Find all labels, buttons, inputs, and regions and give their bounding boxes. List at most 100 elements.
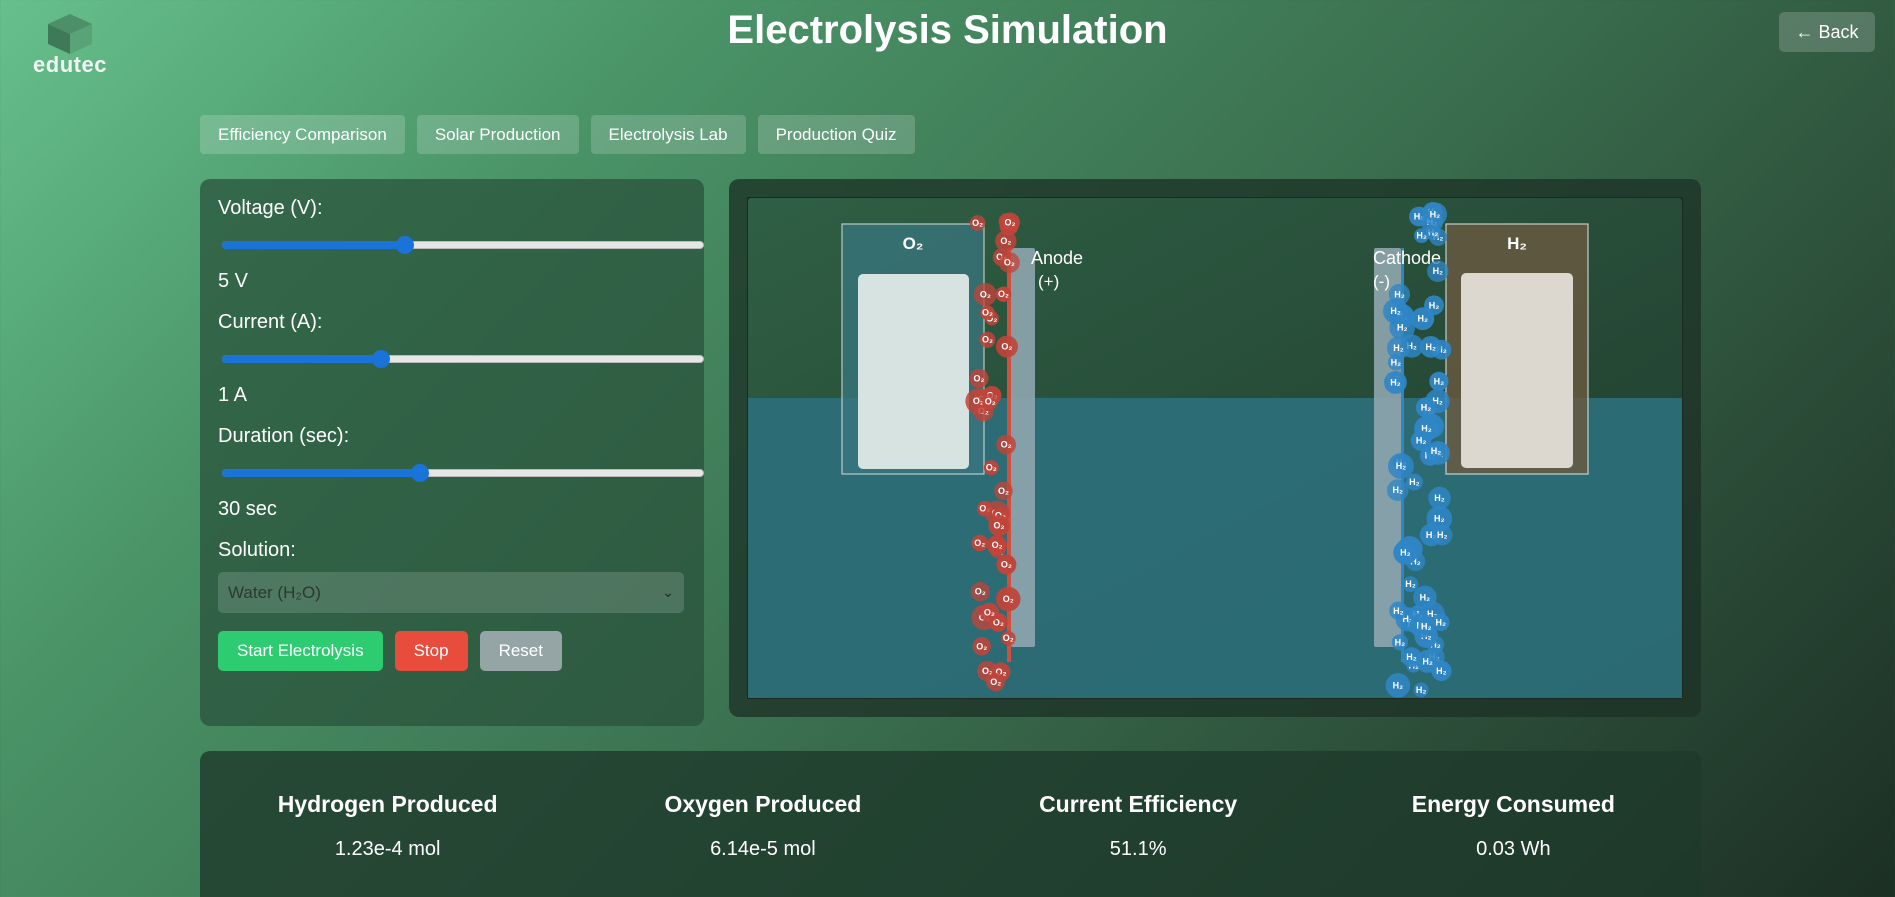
hydrogen-bubble: H₂ (1405, 473, 1423, 491)
svg-text:H₂: H₂ (1436, 666, 1447, 676)
oxygen-bubble: O₂ (980, 305, 995, 320)
hydrogen-bubble: H₂ (1415, 397, 1437, 418)
hydrogen-produced-stat: Hydrogen Produced 1.23e-4 mol (200, 791, 575, 897)
oxygen-bubble: O₂ (995, 335, 1018, 358)
oxygen-bubble: O₂ (988, 515, 1010, 537)
oxygen-bubble: O₂ (995, 286, 1012, 302)
logo-text: edutec (33, 52, 107, 77)
oxygen-bubble: O₂ (995, 230, 1017, 252)
oxygen-bubble: O₂ (996, 434, 1016, 455)
svg-text:O₂: O₂ (982, 666, 993, 676)
duration-slider-thumb[interactable] (410, 464, 429, 482)
hydrogen-bubble: H₂ (1386, 336, 1410, 360)
svg-text:H₂: H₂ (1420, 592, 1431, 602)
svg-text:H₂: H₂ (1391, 357, 1402, 367)
svg-text:H₂: H₂ (1434, 493, 1445, 503)
oxygen-bubble: O₂ (983, 460, 999, 476)
duration-label: Duration (sec): (218, 425, 350, 447)
result-value: 1.23e-4 mol (334, 838, 441, 860)
oxygen-bubble: O₂ (969, 368, 989, 388)
oxygen-bubble: O₂ (995, 586, 1021, 612)
duration-value: 30 sec (218, 498, 277, 520)
svg-text:H₂: H₂ (1427, 609, 1438, 619)
svg-text:H₂: H₂ (1416, 436, 1427, 446)
svg-text:H₂: H₂ (1422, 656, 1433, 666)
result-title: Energy Consumed (1411, 791, 1615, 817)
hydrogen-bubble: H₂ (1388, 283, 1411, 305)
svg-text:H₂: H₂ (1431, 446, 1442, 456)
tab-efficiency-comparison[interactable]: Efficiency Comparison (200, 115, 405, 154)
svg-text:H₂: H₂ (1421, 424, 1432, 434)
result-value: 51.1% (1109, 838, 1167, 860)
svg-text:O₂: O₂ (998, 486, 1009, 496)
anode-label: Anode (1031, 248, 1083, 268)
svg-text:H₂: H₂ (1437, 530, 1448, 540)
tab-production-quiz[interactable]: Production Quiz (757, 115, 915, 154)
svg-text:O₂: O₂ (982, 308, 993, 318)
voltage-slider-thumb[interactable] (396, 236, 415, 254)
hydrogen-bubble: H₂ (1391, 634, 1409, 651)
controls-panel: Voltage (V): 5 V Current (A): 1 A Durati… (200, 179, 704, 726)
reset-button[interactable]: Reset (479, 631, 562, 671)
svg-text:H₂: H₂ (1414, 212, 1425, 222)
stop-button[interactable]: Stop (394, 631, 468, 671)
svg-text:O₂: O₂ (1001, 342, 1012, 352)
oxygen-bubble: O₂ (987, 535, 1008, 556)
tab-solar-production[interactable]: Solar Production (416, 115, 579, 154)
duration-slider[interactable] (218, 458, 704, 488)
hydrogen-bubble: H₂ (1388, 453, 1414, 479)
action-buttons: Start Electrolysis Stop Reset (218, 631, 686, 671)
svg-text:O₂: O₂ (996, 667, 1007, 677)
hydrogen-bubble: H₂ (1431, 613, 1450, 632)
oxygen-bubble: O₂ (972, 637, 991, 656)
svg-text:H₂: H₂ (1429, 300, 1440, 310)
hydrogen-bubble: H₂ (1389, 601, 1408, 620)
svg-text:H₂: H₂ (1394, 289, 1405, 299)
svg-text:O₂: O₂ (1004, 258, 1015, 268)
duration-slider-fill (222, 469, 420, 477)
result-value: 0.03 Wh (1476, 838, 1551, 860)
svg-text:O₂: O₂ (993, 617, 1004, 627)
hydrogen-bubble: H₂ (1410, 430, 1432, 451)
edutec-logo[interactable]: edutec (30, 12, 110, 78)
current-value: 1 A (218, 384, 247, 406)
solution-select[interactable]: Water (H₂O) ⌄ (218, 572, 684, 613)
svg-text:O₂: O₂ (982, 335, 993, 345)
voltage-slider[interactable] (218, 230, 704, 260)
hydrogen-bubble: H₂ (1428, 443, 1444, 460)
svg-text:O₂: O₂ (1003, 633, 1014, 643)
back-button[interactable]: ← Back (1779, 12, 1875, 52)
current-slider[interactable] (218, 344, 704, 374)
current-slider-thumb[interactable] (372, 350, 391, 368)
current-slider-fill (222, 355, 382, 363)
voltage-slider-fill (222, 241, 406, 249)
svg-text:H₂: H₂ (1406, 341, 1417, 351)
voltage-value: 5 V (218, 270, 249, 292)
result-title: Current Efficiency (1039, 791, 1238, 817)
hydrogen-bubble: H₂ (1386, 479, 1409, 501)
svg-text:H₂: H₂ (1434, 514, 1445, 524)
svg-text:H₂: H₂ (1395, 637, 1406, 647)
start-electrolysis-button[interactable]: Start Electrolysis (218, 631, 383, 671)
energy-consumed-stat: Energy Consumed 0.03 Wh (1326, 791, 1701, 897)
oxygen-bubble: O₂ (1000, 630, 1016, 646)
hydrogen-bubble: H₂ (1389, 314, 1416, 341)
svg-text:H₂: H₂ (1416, 685, 1427, 695)
chevron-down-icon: ⌄ (662, 584, 674, 600)
svg-text:O₂: O₂ (976, 641, 987, 651)
hydrogen-bubble: H₂ (1426, 505, 1453, 532)
svg-text:H₂: H₂ (1405, 579, 1416, 589)
tab-electrolysis-lab[interactable]: Electrolysis Lab (590, 115, 746, 154)
result-title: Hydrogen Produced (277, 791, 498, 817)
current-label: Current (A): (218, 311, 323, 333)
hydrogen-bubble: H₂ (1418, 618, 1435, 635)
hydrogen-bubble: H₂ (1385, 673, 1411, 698)
svg-text:O₂: O₂ (985, 396, 996, 406)
svg-text:O₂: O₂ (990, 677, 1001, 687)
oxygen-bubble: O₂ (970, 582, 990, 602)
svg-text:H₂: H₂ (1430, 209, 1441, 219)
voltage-label: Voltage (V): (218, 197, 323, 219)
results-panel: Hydrogen Produced 1.23e-4 mol Oxygen Pro… (200, 751, 1701, 897)
result-title: Oxygen Produced (664, 791, 862, 817)
